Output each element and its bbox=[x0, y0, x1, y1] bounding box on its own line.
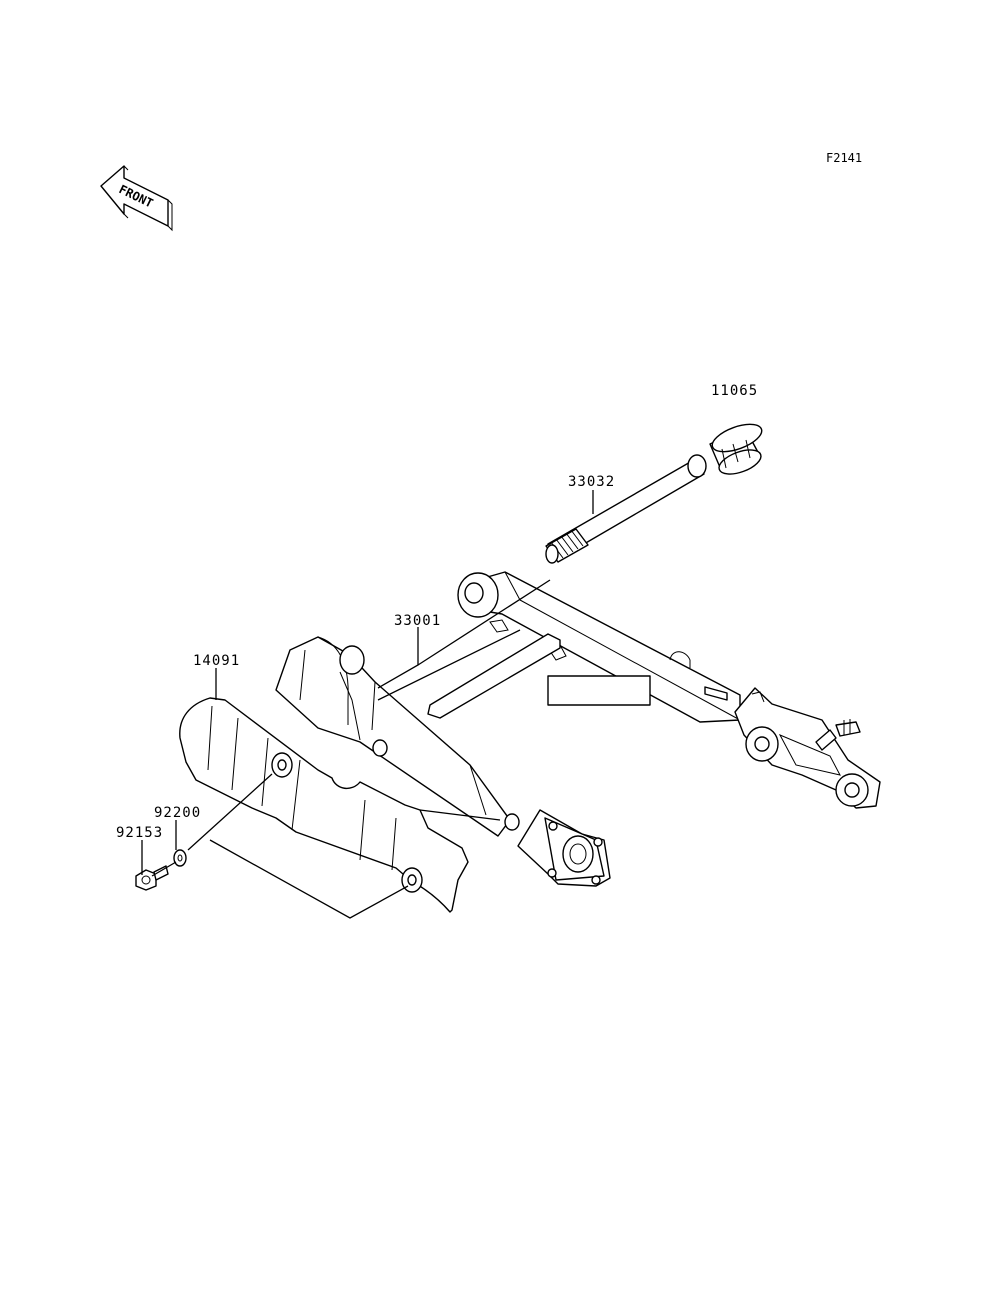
bolt-92153 bbox=[135, 865, 169, 891]
pivot-shaft-33032 bbox=[545, 454, 707, 564]
leader-lines bbox=[141, 490, 594, 919]
washer-92200 bbox=[173, 849, 187, 867]
front-arrow-icon: FRONT bbox=[100, 165, 173, 232]
part-number-33001: 33001 bbox=[394, 613, 441, 629]
part-number-92153: 92153 bbox=[116, 825, 163, 841]
guard-14091 bbox=[179, 697, 469, 913]
part-number-11065: 11065 bbox=[711, 383, 758, 399]
part-number-33032: 33032 bbox=[568, 474, 615, 490]
figure-code: F2141 bbox=[826, 151, 862, 165]
bushing-11065 bbox=[709, 423, 763, 475]
part-number-14091: 14091 bbox=[193, 653, 240, 669]
part-number-92200: 92200 bbox=[154, 805, 201, 821]
swingarm-33001 bbox=[275, 571, 881, 887]
